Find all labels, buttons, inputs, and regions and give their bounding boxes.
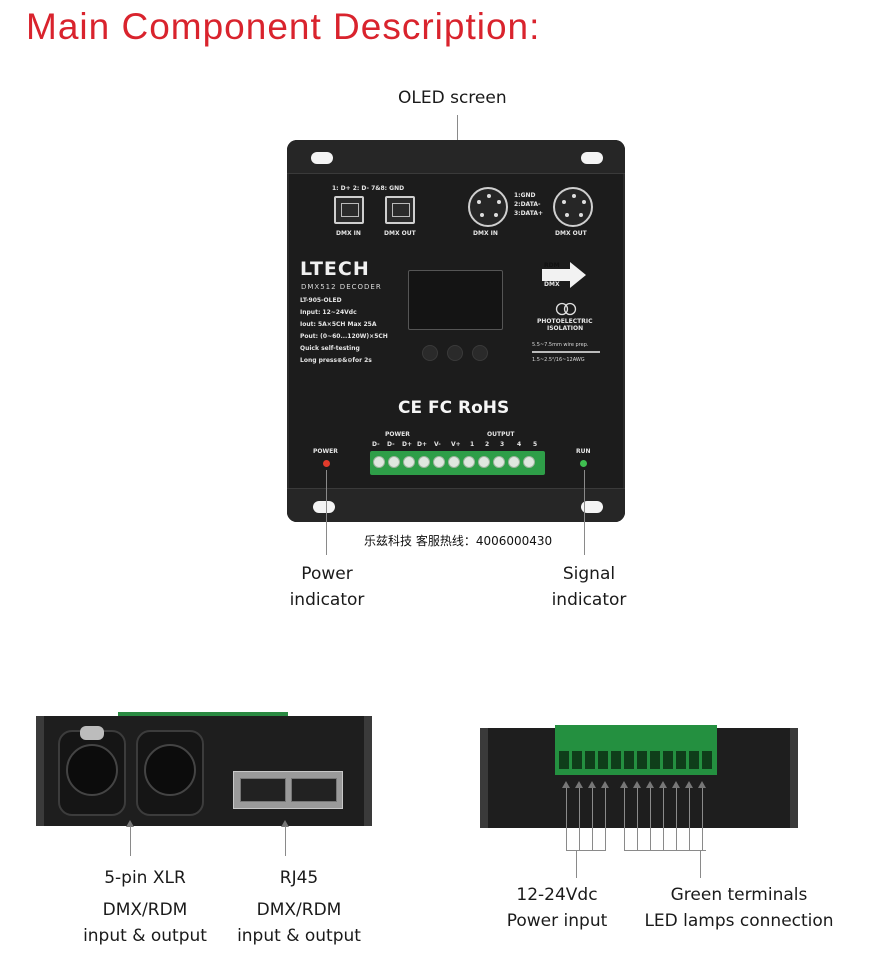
green-terminal-block	[555, 725, 717, 775]
left-flange	[36, 716, 44, 826]
top-mounting-flange	[287, 140, 625, 174]
signal-indicator-leader	[584, 470, 585, 555]
spec-line: Pout: (0~60...120W)×5CH	[300, 333, 388, 340]
din-pin-text: 2:DATA-	[514, 201, 541, 208]
xlr-connector-female	[58, 726, 126, 816]
port-label: DMX IN	[473, 230, 498, 237]
arrow-up-icon	[281, 820, 289, 827]
xlr-leader-line	[130, 826, 131, 856]
run-led-label: RUN	[576, 448, 591, 455]
oled-screen-label: OLED screen	[398, 88, 507, 108]
device-button	[472, 345, 488, 361]
power-indicator-leader	[326, 470, 327, 555]
mounting-slot	[313, 501, 335, 513]
right-flange	[364, 716, 372, 826]
wire-prep-text: 5.5~7.5mm wire prep.	[532, 342, 589, 348]
dmx-label: DMX	[544, 281, 560, 288]
mounting-slot	[581, 152, 603, 164]
spec-line: Input: 12~24Vdc	[300, 309, 357, 316]
terminal-leader-line	[566, 788, 567, 850]
output-group-label: OUTPUT	[487, 431, 515, 438]
terminal-leader-line	[605, 788, 606, 850]
rj45-port-out	[385, 196, 415, 224]
arrow-up-icon	[659, 781, 667, 788]
spec-line: Iout: 5A×5CH Max 25A	[300, 321, 377, 328]
rj45-jack-pair	[233, 771, 343, 809]
page-title: Main Component Description:	[26, 6, 541, 47]
arrow-up-icon	[601, 781, 609, 788]
terminal-leader-line	[624, 788, 625, 850]
terminal-leader-line	[676, 788, 677, 850]
output-group-bracket	[624, 850, 706, 851]
arrow-up-icon	[620, 781, 628, 788]
terminal-labels-row: D- D- D+ D+ V- V+ 1 2 3 4 5	[372, 441, 538, 448]
top-terminal-edge	[118, 712, 288, 719]
arrow-up-icon	[562, 781, 570, 788]
wire-gauge-text: 1.5~2.5²/16~12AWG	[532, 357, 585, 363]
arrow-up-icon	[575, 781, 583, 788]
ltech-logo: LTECH	[300, 258, 370, 280]
oled-screen	[408, 270, 503, 330]
rj45-port-in	[334, 196, 364, 224]
port-label: DMX OUT	[384, 230, 416, 237]
led-output-leader	[700, 850, 701, 878]
rj-pin-text: 1: D+ 2: D- 7&8: GND	[332, 185, 405, 192]
product-type: DMX512 DECODER	[301, 283, 382, 291]
terminal-leader-line	[637, 788, 638, 850]
watermark: 乐兹科技 客服热线：4006000430	[364, 534, 553, 548]
terminal-leader-line	[592, 788, 593, 850]
power-group-bracket	[566, 850, 606, 851]
power-input-leader	[576, 850, 577, 878]
spec-line: LT-905-OLED	[300, 297, 342, 304]
rdm-dmx-arrow-icon	[542, 262, 586, 288]
certification-marks: CE FC RoHS	[398, 398, 510, 418]
terminal-leader-line	[702, 788, 703, 850]
din-port-out	[553, 187, 593, 227]
power-led	[323, 460, 330, 467]
power-led-label: POWER	[313, 448, 338, 455]
din-pin-text: 1:GND	[514, 192, 536, 199]
left-flange	[480, 728, 488, 828]
run-led	[580, 460, 587, 467]
arrow-up-icon	[646, 781, 654, 788]
xlr-connector-male	[136, 730, 204, 816]
rdm-label: RDM	[544, 262, 560, 269]
arrow-up-icon	[698, 781, 706, 788]
arrow-up-icon	[126, 820, 134, 827]
spec-line: Quick self-testing	[300, 345, 360, 352]
device-button	[422, 345, 438, 361]
din-port-in	[468, 187, 508, 227]
bottom-mounting-flange	[287, 488, 625, 522]
mounting-slot	[311, 152, 333, 164]
terminal-leader-line	[663, 788, 664, 850]
terminal-leader-line	[689, 788, 690, 850]
din-pin-text: 3:DATA+	[514, 210, 544, 217]
arrow-up-icon	[672, 781, 680, 788]
isolation-text: PHOTOELECTRIC	[537, 318, 593, 325]
isolation-text: ISOLATION	[547, 325, 584, 332]
arrow-up-icon	[685, 781, 693, 788]
port-label: DMX OUT	[555, 230, 587, 237]
terminal-leader-line	[650, 788, 651, 850]
arrow-up-icon	[588, 781, 596, 788]
right-flange	[790, 728, 798, 828]
rj45-leader-line	[285, 826, 286, 856]
arrow-up-icon	[633, 781, 641, 788]
power-group-label: POWER	[385, 431, 410, 438]
photoelectric-isolation-icon	[555, 302, 577, 316]
wire-strip-gauge	[532, 351, 600, 353]
terminal-leader-line	[579, 788, 580, 850]
spec-line: Long press⊕&⊖for 2s	[300, 357, 372, 364]
port-label: DMX IN	[336, 230, 361, 237]
output-terminal-block	[370, 451, 545, 475]
device-button	[447, 345, 463, 361]
mounting-slot	[581, 501, 603, 513]
